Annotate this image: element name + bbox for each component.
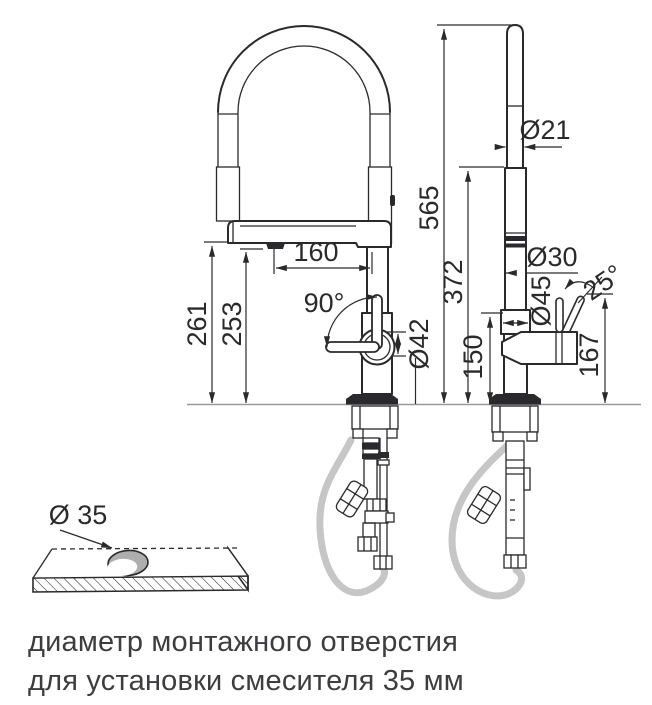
dim-handle-joint-42: Ø42 — [387, 318, 434, 404]
front-hose-loop — [316, 436, 388, 597]
dim-spout-reach-160: 160 — [273, 237, 373, 274]
dim-height-150: 150 — [458, 312, 503, 404]
side-hose-fitting — [503, 554, 527, 569]
dim-label-d21: Ø21 — [519, 115, 570, 145]
spray-head-band — [504, 243, 527, 248]
side-under-counter-hardware — [448, 405, 539, 600]
caption-line-2: для установки смесителя 35 мм — [28, 665, 464, 697]
side-mounting-flange — [489, 394, 541, 405]
front-spout-arm — [227, 220, 392, 249]
dim-label-d35: Ø 35 — [49, 500, 108, 530]
dim-label-150: 150 — [458, 334, 488, 379]
dim-label-d45: Ø45 — [526, 275, 556, 326]
aerator — [266, 243, 285, 249]
dim-label-372: 372 — [438, 259, 468, 304]
dim-body-diameter-30: Ø30 — [505, 242, 578, 277]
front-spring-hose-arc — [215, 25, 395, 244]
dim-base-diameter-45: Ø45 — [502, 275, 556, 327]
dim-height-372: 372 — [438, 166, 504, 404]
handle-lever-vertical — [371, 294, 383, 350]
dim-label-167: 167 — [574, 332, 604, 377]
dim-label-565: 565 — [414, 185, 444, 230]
dim-height-167: 167 — [574, 293, 613, 404]
handle-lever-horizontal — [325, 341, 380, 353]
mounting-hole-diagram: Ø 35 — [32, 500, 249, 593]
cartridge-block — [501, 331, 578, 365]
dim-label-d30: Ø30 — [526, 242, 577, 272]
dim-label-90deg: 90° — [304, 288, 345, 318]
side-hose-weight — [466, 485, 502, 525]
side-spring-hose-tube — [506, 24, 524, 169]
dim-handle-swing-90: 90° — [304, 288, 378, 348]
side-hose-loop — [448, 441, 525, 600]
technical-drawing: 160 90° Ø42 261 253 565 372 Ø21 — [32, 24, 641, 600]
dim-hose-diameter-21: Ø21 — [494, 115, 571, 151]
caption: диаметр монтажного отверстия для установ… — [28, 623, 464, 701]
front-hose-fitting — [373, 555, 393, 570]
dim-label-261: 261 — [182, 301, 212, 346]
front-under-counter-hardware — [316, 405, 399, 597]
hose-dock-button — [390, 195, 395, 206]
front-mounting-flange — [346, 394, 398, 405]
dim-total-height-565: 565 — [414, 24, 513, 404]
caption-line-1: диаметр монтажного отверстия — [28, 626, 459, 658]
hole-leader-line — [59, 529, 113, 549]
slab-hidden-edge — [51, 547, 239, 550]
side-view — [448, 24, 585, 600]
side-lever-vertical — [555, 297, 564, 333]
side-handle — [501, 295, 585, 365]
slab-front-face — [32, 575, 249, 593]
dim-label-25deg: 25° — [578, 259, 629, 307]
front-hose-clip — [335, 480, 369, 518]
dim-height-261: 261 — [182, 241, 229, 404]
dim-height-253: 253 — [217, 248, 263, 404]
dim-label-d42: Ø42 — [404, 318, 434, 369]
spray-head-band — [504, 236, 527, 241]
mounting-hole — [107, 549, 149, 577]
dim-label-160: 160 — [293, 237, 338, 267]
dim-label-253: 253 — [217, 301, 247, 346]
